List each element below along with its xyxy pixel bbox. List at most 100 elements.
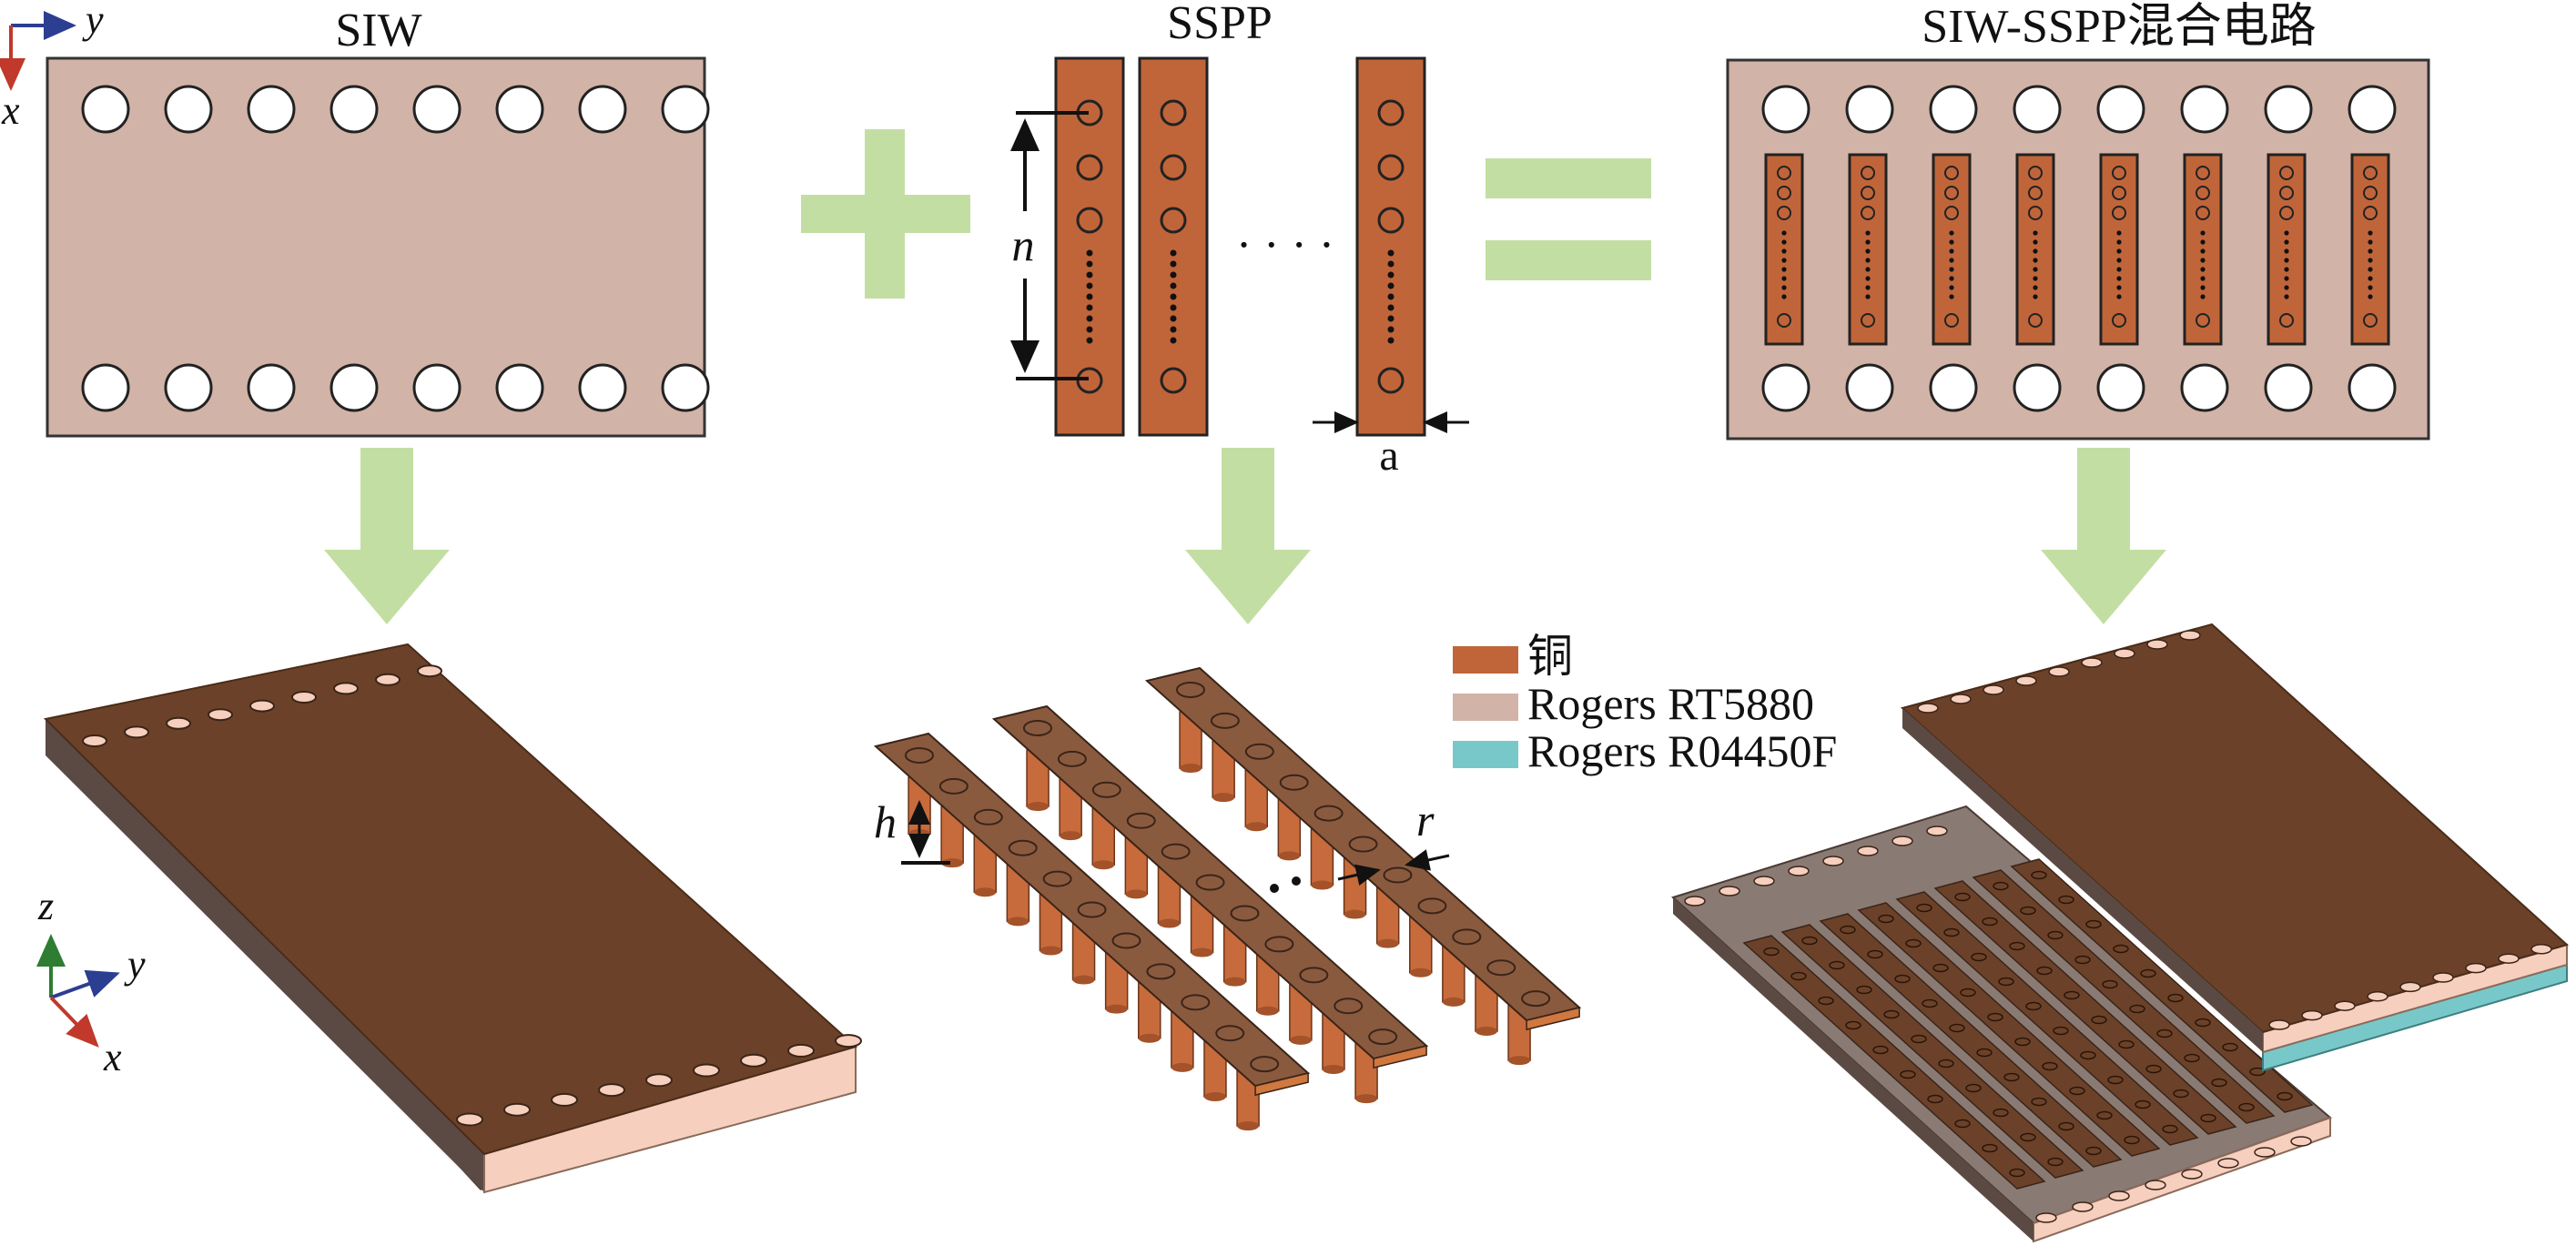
sspp-dot — [1170, 337, 1177, 344]
hybrid-strip-dot — [2116, 285, 2122, 290]
hybrid-strip-via — [1777, 186, 1791, 200]
hybrid-strip-via — [2363, 186, 2378, 200]
hybrid-3d-strip-hole — [2085, 919, 2102, 929]
legend-label: Rogers RT5880 — [1527, 678, 1814, 729]
hybrid-3d-strip-hole — [1927, 1094, 1943, 1104]
hybrid-3d-strip-hole — [1998, 977, 2014, 987]
hybrid-3d-lower-hole — [1684, 896, 1706, 907]
hybrid-strip-dot — [1949, 276, 1954, 281]
hybrid-strip-dot — [2284, 294, 2289, 299]
dimension-h: h — [874, 796, 950, 865]
sspp-3d-hole — [1279, 774, 1309, 791]
hybrid-strip-via — [1777, 166, 1791, 180]
sspp-dot — [1170, 293, 1177, 300]
sspp-3d-post-base — [1278, 851, 1301, 861]
sspp-dot — [1170, 326, 1177, 333]
siw-3d-hole — [693, 1063, 720, 1078]
hybrid-3d-strip-hole — [1949, 1023, 1965, 1033]
legend-label: 铜 — [1527, 631, 1573, 682]
hybrid-strip-dot — [1949, 230, 1954, 236]
hybrid-3d-strip-hole — [1905, 938, 1922, 948]
siw-3d-hole — [456, 1112, 483, 1127]
hybrid-3d-strip-hole — [1938, 1059, 1954, 1069]
hybrid-strip-dot — [2368, 230, 2373, 236]
siw-3d-hole — [333, 682, 359, 695]
hybrid-strip-dot — [1865, 276, 1871, 281]
sspp-3d-post-base — [1040, 946, 1062, 956]
hybrid-via — [2180, 363, 2229, 412]
hybrid-strip-dot — [2033, 285, 2038, 290]
hybrid-strip-dot — [2033, 248, 2038, 254]
sspp-3d-hole — [1146, 963, 1176, 980]
hybrid-strip-via — [2363, 313, 2378, 328]
sspp-dot — [1387, 304, 1394, 311]
sspp-3d-post-base — [1475, 1026, 1497, 1036]
hybrid-3d-upper-hole — [2015, 675, 2037, 686]
hybrid-strip-dot — [2116, 248, 2122, 254]
hybrid-strip-dot — [2368, 267, 2373, 272]
hybrid-strip-dot — [1781, 276, 1787, 281]
hybrid-3d-strips — [1742, 858, 2314, 1190]
siw-via — [81, 85, 130, 134]
siw-via — [81, 363, 130, 412]
sspp-3d-post-base — [1442, 997, 1465, 1007]
axis-3d-indicator: z y x — [36, 884, 146, 1079]
hybrid-3d-strip-hole — [2053, 1026, 2069, 1036]
siw-3d-hole — [208, 708, 233, 722]
hybrid-3d-lower-hole — [2181, 1169, 2203, 1180]
hybrid-3d-strip-hole — [2042, 1061, 2058, 1071]
sspp-3d-hole — [1175, 681, 1205, 698]
hybrid-strip-via — [2279, 313, 2294, 328]
hybrid-3d-strip-hole — [2069, 1086, 2085, 1096]
siw-title: SIW — [335, 5, 421, 56]
hybrid-3d-upper-hole — [2367, 991, 2388, 1002]
sspp-dot — [1086, 337, 1093, 344]
hybrid-3d-upper-hole — [2114, 648, 2135, 659]
axis-3d-z-label: z — [37, 884, 54, 928]
sspp-via — [1160, 367, 1187, 394]
hybrid-title: SIW-SSPP混合电路 — [1922, 1, 2316, 53]
down-arrow-sspp — [1185, 448, 1311, 624]
sspp-via — [1076, 207, 1103, 234]
hybrid-3d-strip-hole — [1840, 925, 1856, 935]
sspp-dot — [1170, 304, 1177, 311]
hybrid-strip-dot — [1865, 267, 1871, 272]
hybrid-3d-strip-hole — [2080, 1050, 2096, 1060]
sspp-dot — [1170, 282, 1177, 289]
hybrid-3d-strip-hole — [2249, 1067, 2266, 1077]
hybrid-3d-upper-hole — [2465, 962, 2487, 974]
hybrid-strip-via — [1944, 206, 1959, 220]
sspp-dot — [1387, 293, 1394, 300]
hybrid-3d-upper-hole — [2498, 953, 2520, 964]
hybrid-3d-strip-hole — [1982, 1143, 1998, 1153]
siw-via — [412, 363, 461, 412]
hybrid-strip-via — [2028, 313, 2043, 328]
sspp-3d-hole — [1181, 994, 1211, 1011]
hybrid-strip-dot — [1781, 285, 1787, 290]
sspp-3d-hole — [1417, 897, 1447, 915]
hybrid-3d-lower-hole — [2035, 1212, 2057, 1223]
hybrid-strip-via — [1861, 166, 1875, 180]
legend-swatch — [1453, 694, 1518, 721]
hybrid-via — [1761, 363, 1810, 412]
hybrid-strip-via — [1777, 206, 1791, 220]
dimension-r-label: r — [1416, 795, 1435, 846]
sspp-3d-post-base — [1092, 860, 1115, 870]
sspp-3d-hole — [1313, 805, 1344, 822]
siw-via — [247, 85, 296, 134]
hybrid-strip-dot — [2284, 285, 2289, 290]
hybrid-strip-via — [2279, 206, 2294, 220]
sspp-dot — [1086, 304, 1093, 311]
sspp-via — [1160, 154, 1187, 181]
hybrid-strip-dot — [2284, 267, 2289, 272]
hybrid-strips — [1764, 153, 2390, 346]
hybrid-3d-upper-hole — [2048, 666, 2070, 677]
dimension-r: r — [1270, 795, 1450, 893]
hybrid-3d-strip-hole — [2167, 993, 2184, 1003]
sspp-3d-post-base — [1191, 947, 1213, 957]
hybrid-3d-strip-hole — [1878, 914, 1894, 924]
sspp-3d-hole — [1348, 836, 1378, 853]
hybrid-3d-upper-hole — [2301, 1009, 2323, 1021]
sspp-strips — [1054, 56, 1426, 437]
siw-via — [164, 85, 213, 134]
